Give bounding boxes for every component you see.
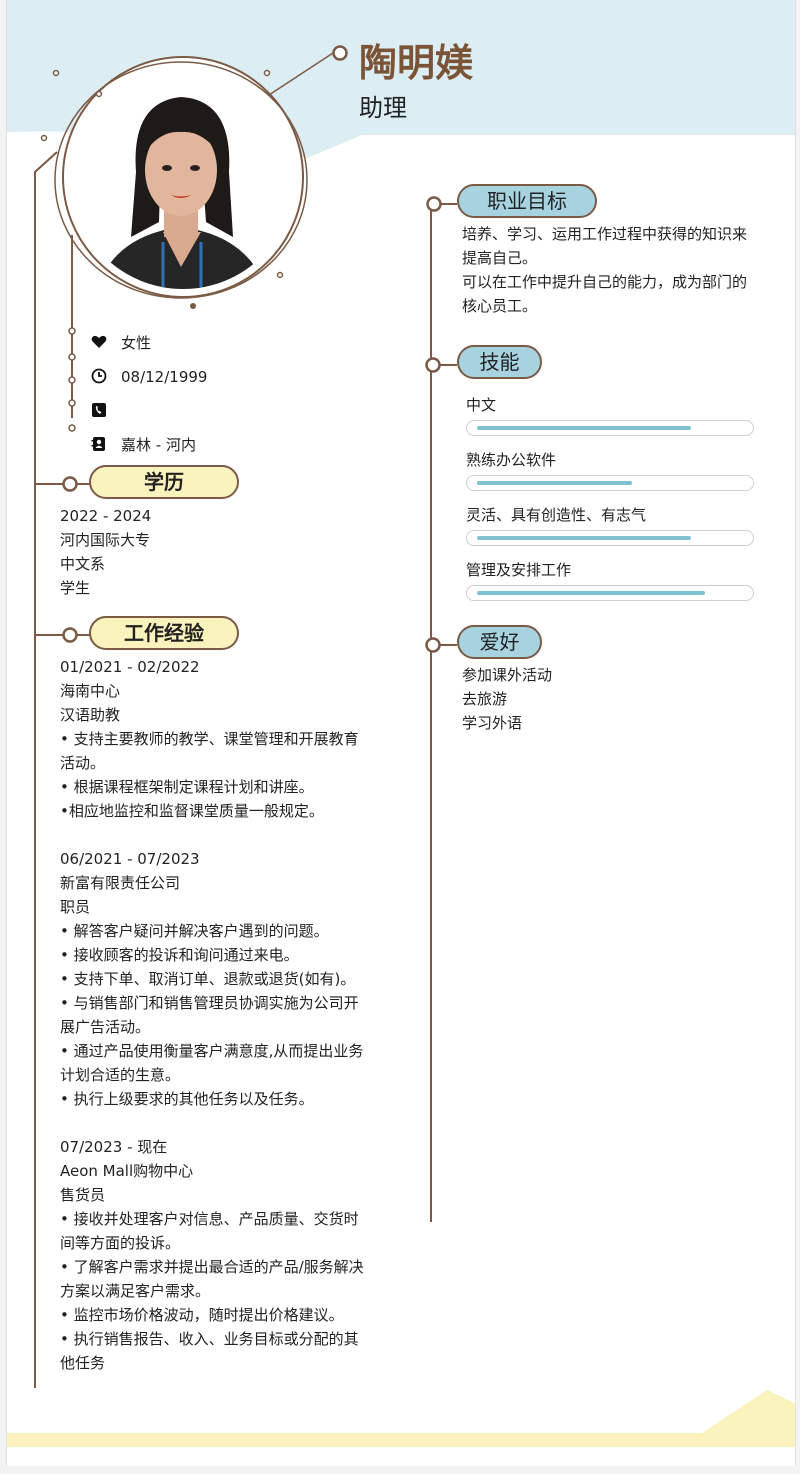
experience-job-3: 07/2023 - 现在 Aeon Mall购物中心 售货员 • 接收并处理客户… (60, 1135, 380, 1375)
objective-line: 核心员工。 (462, 297, 538, 315)
objective-text: 培养、学习、运用工作过程中获得的知识来 提高自己。 可以在工作中提升自己的能力，… (462, 222, 782, 318)
education-heading: 学历 (89, 465, 239, 499)
job-duty: •相应地监控和监督课堂质量一般规定。 (60, 802, 324, 820)
job-duty: • 监控市场价格波动，随时提出价格建议。 (60, 1306, 344, 1324)
job-position: 职员 (60, 898, 91, 916)
job-position: 汉语助教 (60, 706, 121, 724)
skill-bar-fill (477, 536, 691, 540)
skill-name: 熟练办公软件 (466, 451, 557, 469)
objective-line: 提高自己。 (462, 249, 538, 267)
skill-bar-fill (477, 426, 691, 430)
job-company: Aeon Mall购物中心 (60, 1162, 194, 1180)
skill-bar-track (466, 585, 754, 601)
job-company: 新富有限责任公司 (60, 874, 181, 892)
skills-heading: 技能 (457, 345, 542, 379)
skill-name: 灵活、具有创造性、有志气 (466, 506, 647, 524)
objective-line: 培养、学习、运用工作过程中获得的知识来 (462, 225, 748, 243)
hobby-item: 去旅游 (462, 690, 508, 708)
job-duty: 间等方面的投诉。 (60, 1234, 181, 1252)
address-text: 嘉林 - 河内 (121, 436, 196, 454)
education-period: 2022 - 2024 (60, 507, 152, 525)
job-duty: • 通过产品使用衡量客户满意度,从而提出业务 (60, 1042, 364, 1060)
education-status: 学生 (60, 579, 91, 597)
job-duty: • 解答客户疑问并解决客户遇到的问题。 (60, 922, 329, 940)
job-duty: • 了解客户需求并提出最合适的产品/服务解决 (60, 1258, 364, 1276)
skill-name: 管理及安排工作 (466, 561, 572, 579)
hobby-item: 学习外语 (462, 714, 523, 732)
job-duty: 方案以满足客户需求。 (60, 1282, 211, 1300)
experience-job-1: 01/2021 - 02/2022 海南中心 汉语助教 • 支持主要教师的教学、… (60, 655, 380, 823)
job-duty: • 与销售部门和销售管理员协调实施为公司开 (60, 994, 359, 1012)
skill-bar-track (466, 530, 754, 546)
skill-name: 中文 (466, 396, 497, 414)
education-major: 中文系 (60, 555, 106, 573)
hobbies-heading: 爱好 (457, 625, 542, 659)
objective-line: 可以在工作中提升自己的能力，成为部门的 (462, 273, 748, 291)
job-duty: 活动。 (60, 754, 106, 772)
job-duty: • 接收顾客的投诉和询问通过来电。 (60, 946, 299, 964)
heart-icon (91, 335, 107, 348)
job-period: 07/2023 - 现在 (60, 1138, 168, 1156)
gender-text: 女性 (121, 334, 152, 352)
hobby-item: 参加课外活动 (462, 666, 553, 684)
footer-decoration (7, 1390, 795, 1447)
profile-photo (54, 56, 308, 309)
job-duty: • 执行销售报告、收入、业务目标或分配的其 (60, 1330, 359, 1348)
job-period: 06/2021 - 07/2023 (60, 850, 200, 868)
job-duty: • 支持主要教师的教学、课堂管理和开展教育 (60, 730, 359, 748)
skill-bar-track (466, 475, 754, 491)
job-duty: 他任务 (60, 1354, 106, 1372)
resume-page: 陶明媄 助理 女性 08/12/1999 嘉林 - 河内 学历 2022 - 2… (6, 0, 796, 1466)
clock-icon (91, 368, 107, 384)
job-duty: 展广告活动。 (60, 1018, 151, 1036)
job-duty: • 执行上级要求的其他任务以及任务。 (60, 1090, 314, 1108)
objective-heading: 职业目标 (457, 184, 597, 218)
education-school: 河内国际大专 (60, 531, 151, 549)
birthday-text: 08/12/1999 (121, 368, 208, 386)
job-duty: • 接收并处理客户对信息、产品质量、交货时 (60, 1210, 359, 1228)
hobbies-list: 参加课外活动 去旅游 学习外语 (462, 663, 762, 735)
phone-icon (92, 403, 106, 417)
skill-bar-fill (477, 591, 705, 595)
job-period: 01/2021 - 02/2022 (60, 658, 200, 676)
candidate-name: 陶明媄 (359, 41, 474, 85)
job-duty: • 支持下单、取消订单、退款或退货(如有)。 (60, 970, 356, 988)
candidate-role: 助理 (359, 94, 407, 122)
job-duty: • 根据课程框架制定课程计划和讲座。 (60, 778, 314, 796)
experience-heading: 工作经验 (89, 616, 239, 650)
job-duty: 计划合适的生意。 (60, 1066, 181, 1084)
skill-bar-track (466, 420, 754, 436)
skill-bar-fill (477, 481, 632, 485)
experience-job-2: 06/2021 - 07/2023 新富有限责任公司 职员 • 解答客户疑问并解… (60, 847, 380, 1111)
job-position: 售货员 (60, 1186, 106, 1204)
timeline-decoration (34, 45, 457, 1388)
job-company: 海南中心 (60, 682, 121, 700)
address-book-icon (91, 437, 105, 451)
